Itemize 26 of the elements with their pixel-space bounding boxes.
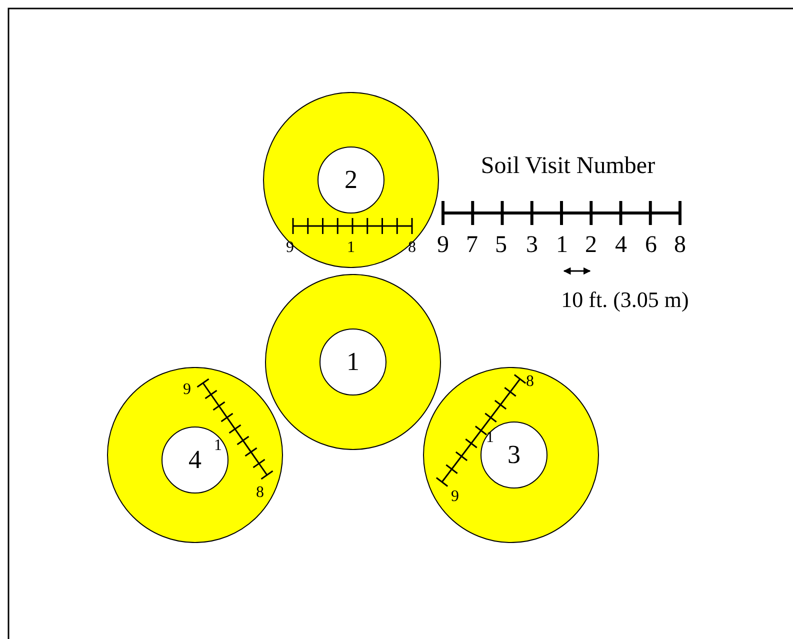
ring-plot <box>107 367 283 543</box>
ring-plot <box>265 274 441 450</box>
transect-number: 9 <box>183 382 191 398</box>
scale-number: 3 <box>526 233 538 257</box>
plot-number: 4 <box>188 447 202 473</box>
plot-number: 2 <box>344 167 358 193</box>
ring-plot <box>423 367 599 543</box>
plot-number: 1 <box>346 349 360 375</box>
transect-number: 1 <box>347 240 355 256</box>
scale-number: 7 <box>466 233 478 257</box>
plot-number: 3 <box>508 442 520 468</box>
scale-number: 5 <box>495 233 507 257</box>
scale-number: 2 <box>585 233 597 257</box>
scale-number: 4 <box>615 233 627 257</box>
transect-number: 8 <box>526 374 534 390</box>
transect-number: 8 <box>256 485 264 501</box>
transect-number: 8 <box>408 240 416 256</box>
scale-number: 1 <box>556 233 568 257</box>
scale-number: 8 <box>674 233 686 257</box>
transect-number: 1 <box>214 438 222 454</box>
scale-number: 9 <box>437 233 449 257</box>
scale-number: 6 <box>645 233 657 257</box>
scale-distance: 10 ft. (3.05 m) <box>561 289 689 311</box>
scale-title: Soil Visit Number <box>480 154 656 178</box>
transect-number: 9 <box>451 489 459 505</box>
ring-plot <box>263 92 439 268</box>
